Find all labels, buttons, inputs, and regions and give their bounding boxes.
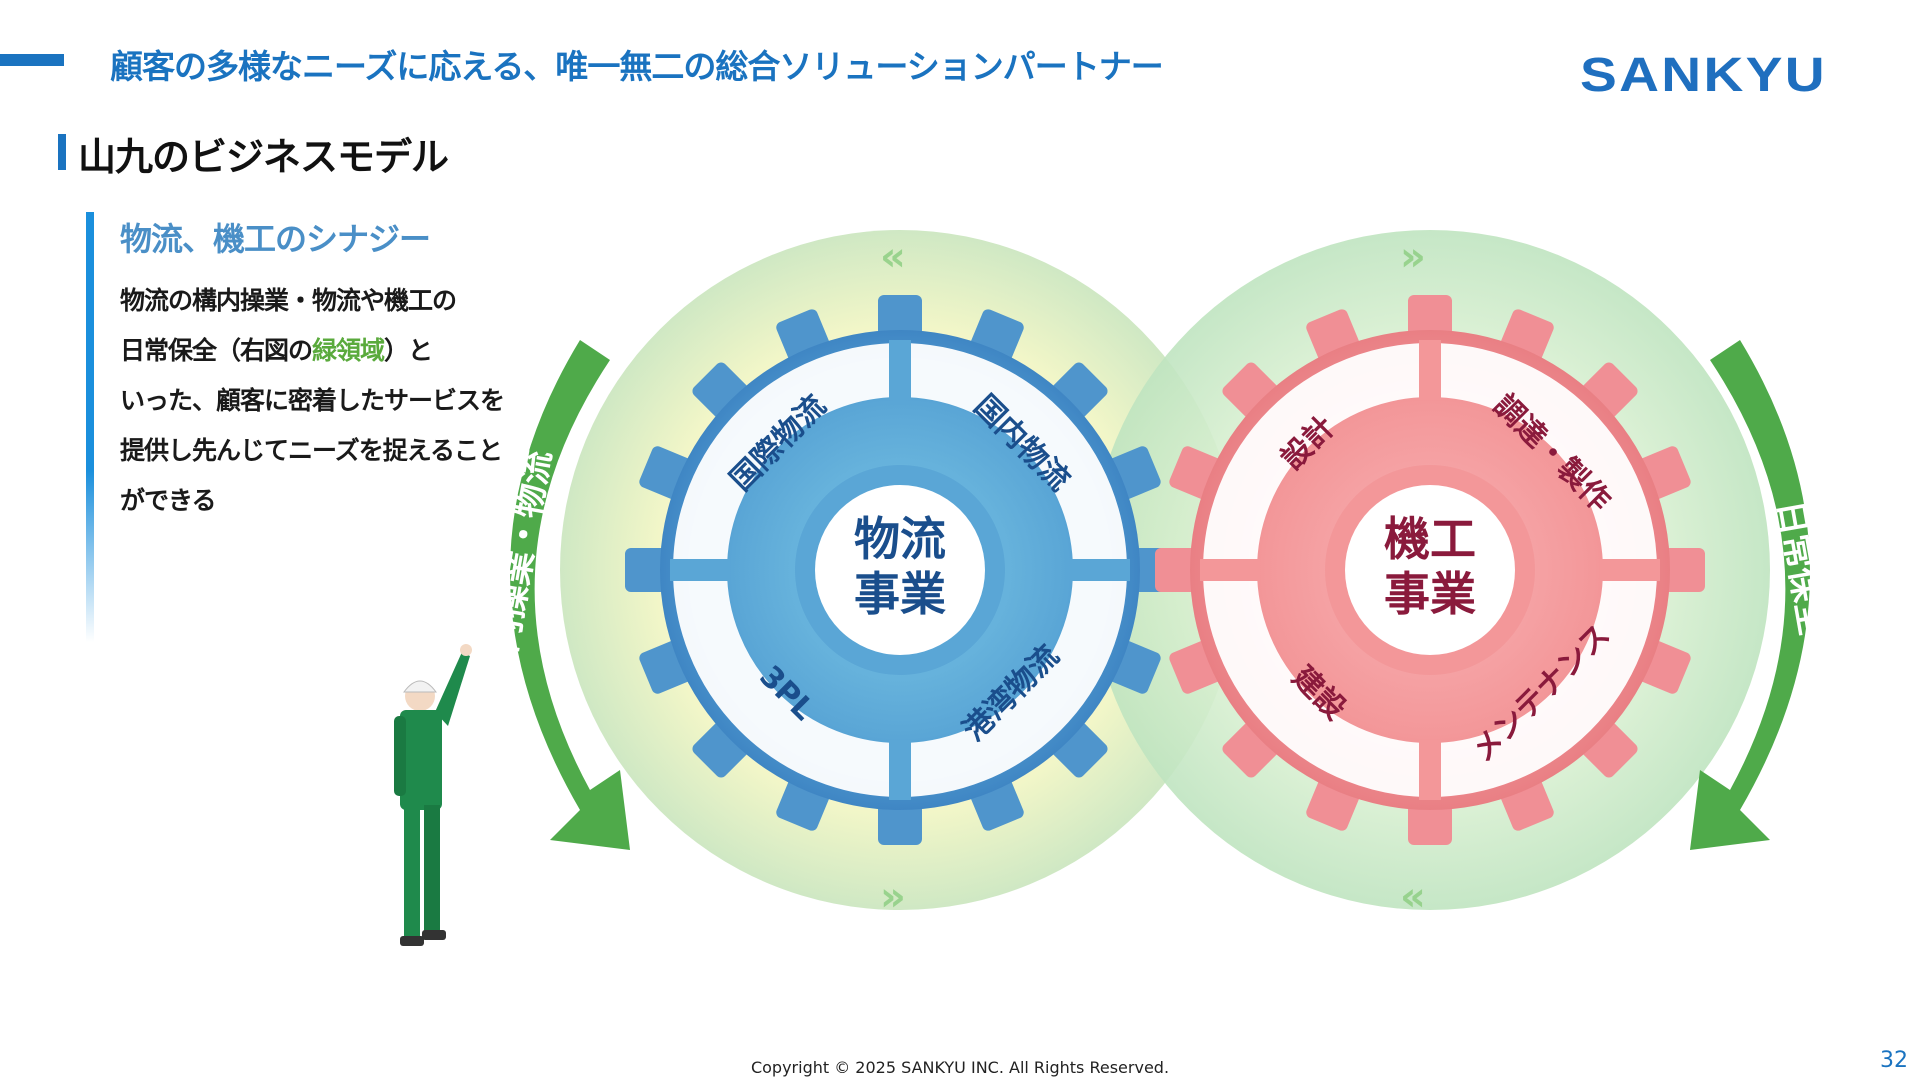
copyright-text: Copyright © 2025 SANKYU INC. All Rights … [750, 1058, 1170, 1077]
svg-text:«: « [880, 234, 906, 280]
logistics-center-line2: 事業 [854, 567, 946, 621]
worker-illustration [394, 644, 472, 946]
svg-text:»: » [1400, 234, 1426, 280]
left-arrow-label: 構内操業・物流 [479, 447, 560, 688]
body-green-area: 緑領域 [312, 336, 385, 365]
right-arrow [1690, 340, 1810, 850]
content-body: 物流の構内操業・物流や機工の 日常保全（右図の緑領域）と いった、顧客に密着した… [120, 276, 520, 526]
content-subtitle: 物流、機工のシナジー [120, 220, 431, 258]
machinery-center-line2: 事業 [1384, 567, 1476, 621]
body-line-2b: ）と [384, 336, 433, 365]
header-title: 顧客の多様なニーズに応える、唯一無二の総合ソリューションパートナー [110, 47, 1164, 86]
svg-text:»: » [880, 874, 906, 920]
body-line-4: 提供し先んじてニーズを捉えること [120, 436, 503, 465]
section-marker [58, 134, 66, 170]
page-number: 32 [1880, 1048, 1908, 1073]
business-model-diagram: « » » « 物流 事業 機工 事業 国際物流 国内物流 港湾物流 [479, 230, 1833, 920]
body-line-2: 日常保全（右図の [120, 336, 313, 365]
content-side-line [86, 212, 94, 642]
left-arrow [510, 340, 630, 850]
body-line-1: 物流の構内操業・物流や機工の [120, 286, 457, 315]
header-accent-bar [0, 54, 64, 66]
machinery-center-line1: 機工 [1384, 512, 1476, 566]
body-line-5: ができる [120, 486, 217, 515]
body-line-3: いった、顧客に密着したサービスを [120, 386, 505, 415]
flow-chevrons: « » » « [880, 234, 1426, 920]
svg-text:«: « [1400, 874, 1426, 920]
right-arrow-label: 日常保全 [1769, 498, 1832, 640]
section-title: 山九のビジネスモデル [78, 135, 449, 179]
logistics-center-line1: 物流 [854, 512, 946, 566]
sankyu-logo: SANKYU [1580, 49, 1827, 102]
